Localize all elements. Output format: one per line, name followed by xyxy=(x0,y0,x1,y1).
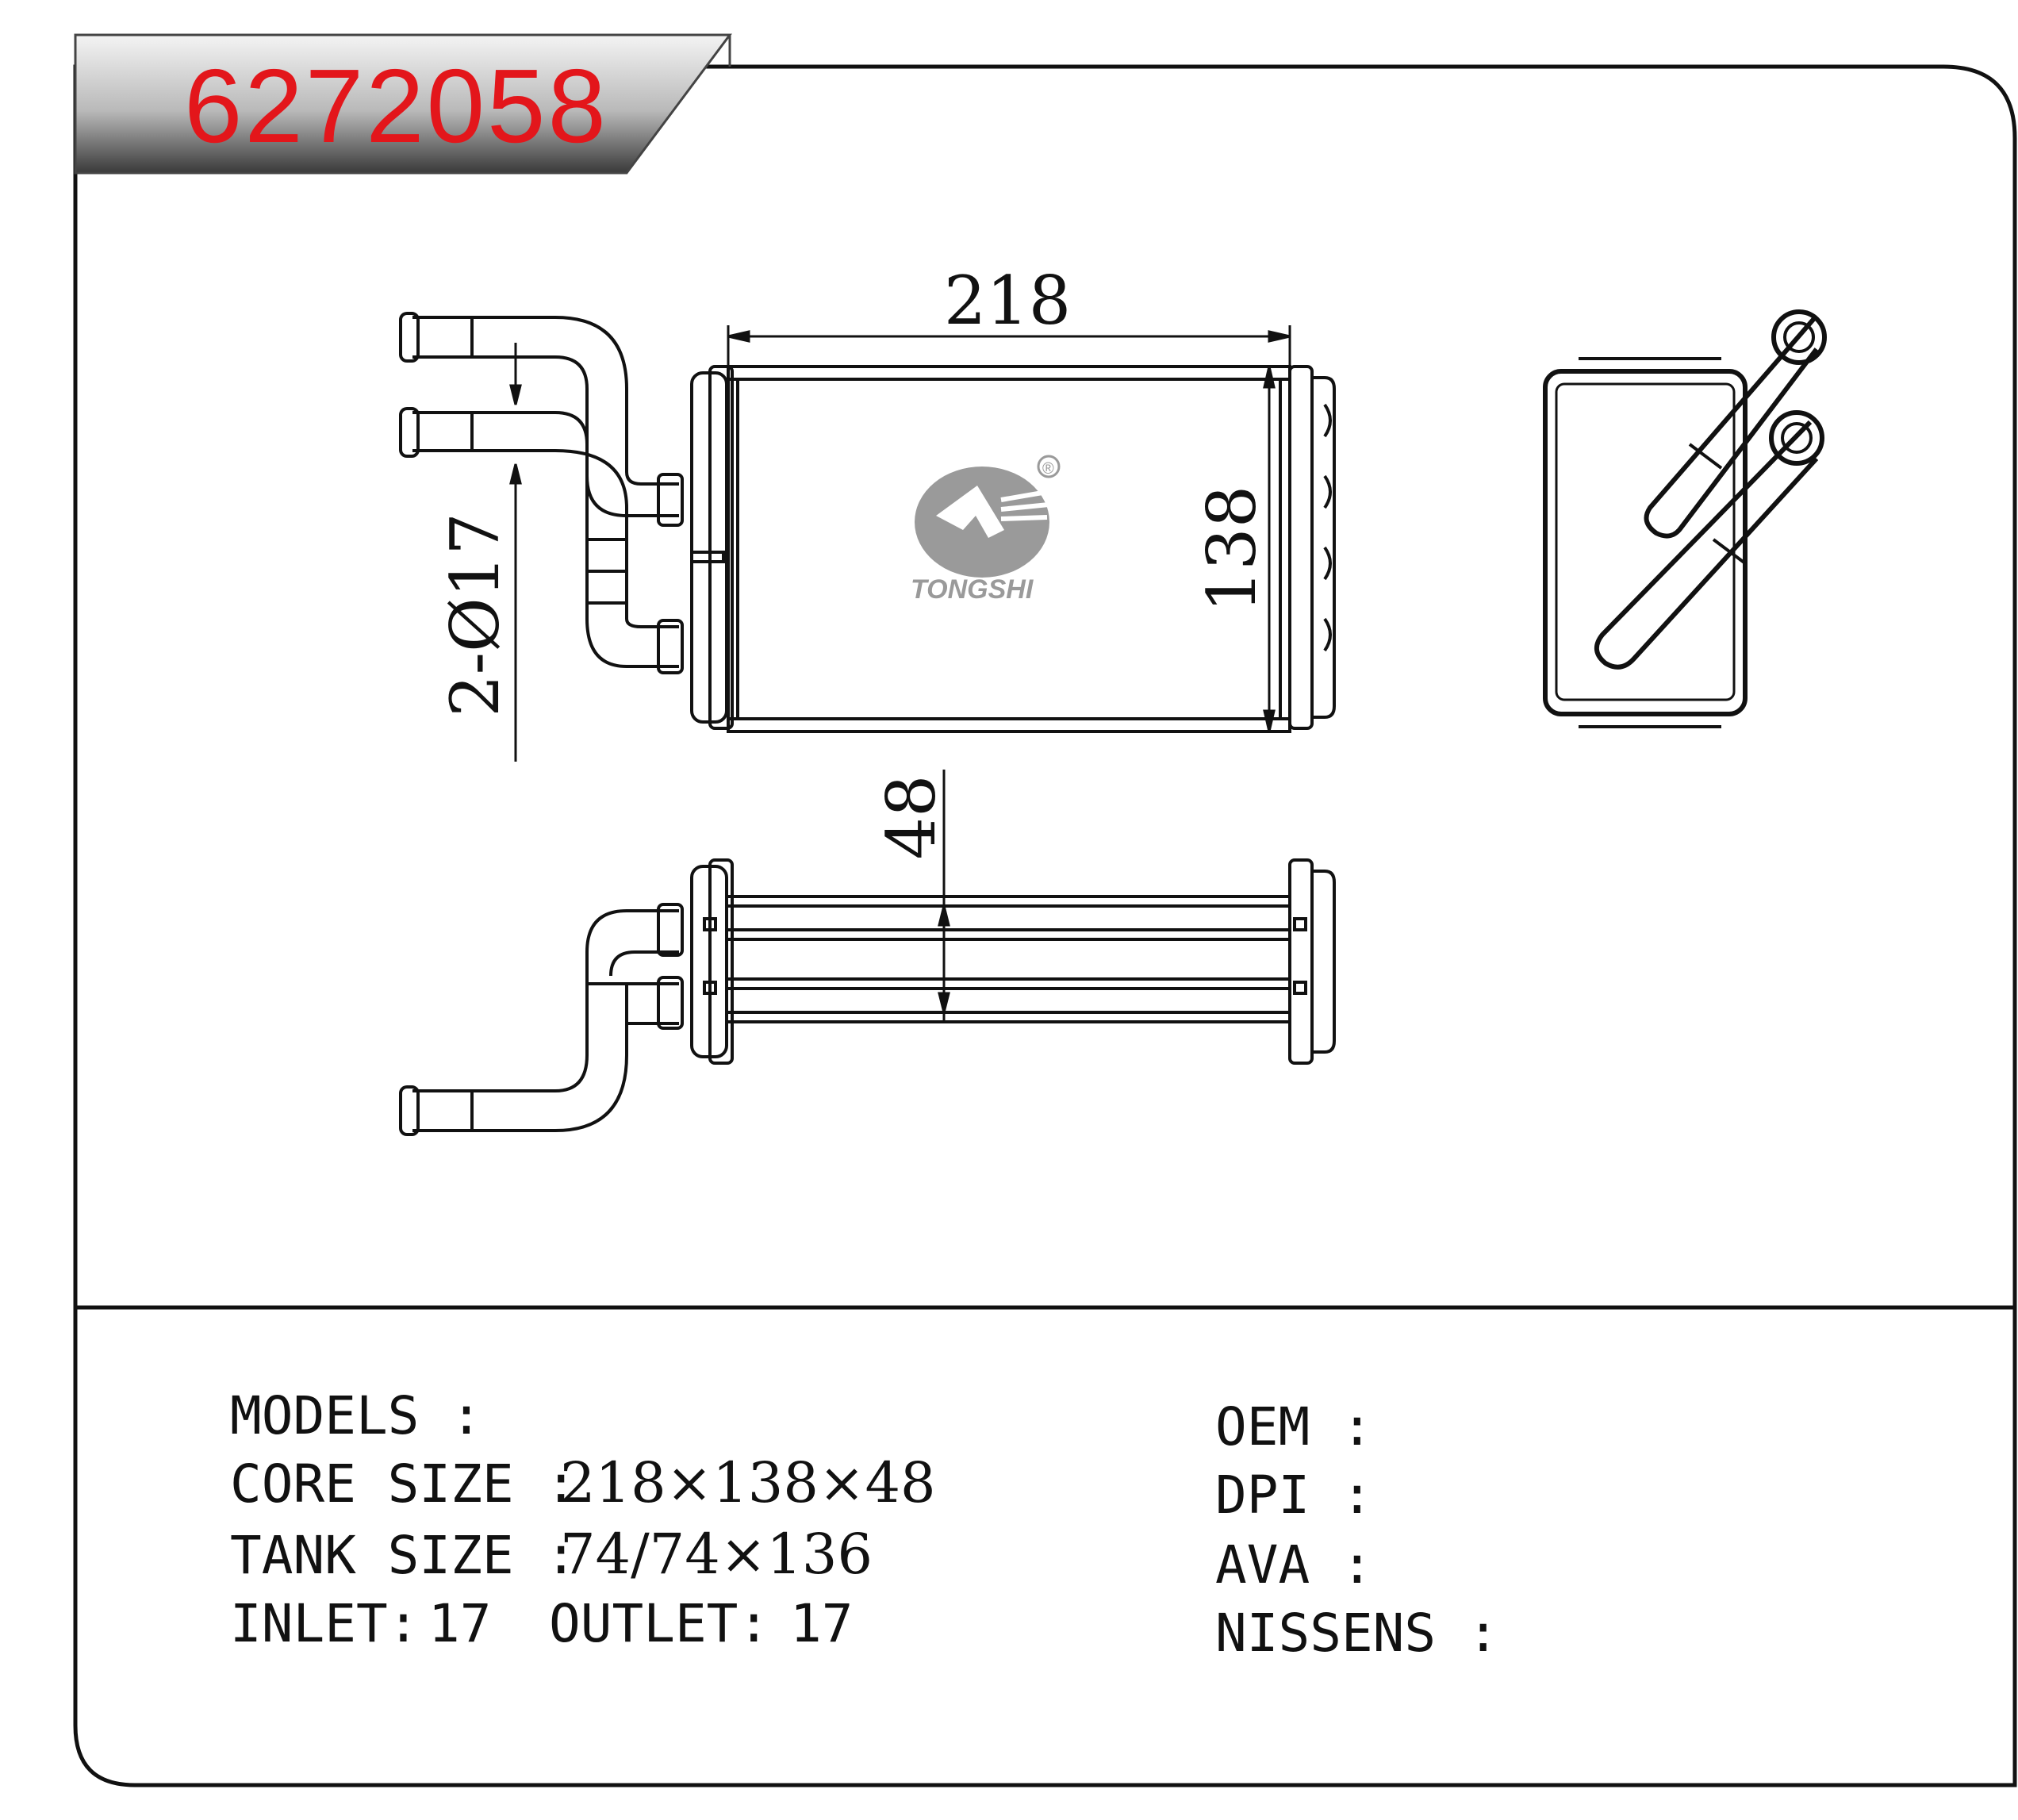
top-view xyxy=(399,858,1336,1136)
depth-dimension xyxy=(938,770,950,1022)
dim-depth-label: 48 xyxy=(873,775,950,860)
dim-pipe-label: 2-Ø17 xyxy=(436,513,514,717)
outlet-label: OUTLET: xyxy=(549,1593,770,1654)
models-label: MODELS : xyxy=(230,1385,482,1446)
oem-label: OEM : xyxy=(1215,1396,1373,1457)
nissens-label: NISSENS : xyxy=(1215,1603,1499,1664)
registered-mark: ® xyxy=(1042,460,1054,478)
tongshi-brand-name: TONGSHI xyxy=(911,574,1034,605)
inlet-label: INLET: xyxy=(230,1593,420,1654)
outlet-value: 17 xyxy=(790,1593,854,1654)
core-size-value: 218×138×48 xyxy=(560,1450,936,1515)
dim-width-label: 218 xyxy=(944,262,1071,340)
side-view xyxy=(1543,309,1827,728)
dim-height-label: 138 xyxy=(1193,486,1271,612)
front-view xyxy=(399,312,1336,733)
width-dimension xyxy=(727,325,1291,367)
inlet-value: 17 xyxy=(428,1593,492,1654)
dpi-label: DPI : xyxy=(1215,1465,1373,1526)
height-dimension xyxy=(1263,366,1276,732)
core-size-label: CORE SIZE : xyxy=(230,1453,577,1515)
outer-frame xyxy=(73,64,2017,1787)
part-number: 6272058 xyxy=(184,48,608,164)
pipe-dimension xyxy=(509,343,522,762)
tank-size-label: TANK SIZE : xyxy=(230,1525,577,1586)
header-tab xyxy=(74,33,732,175)
tongshi-logo xyxy=(915,455,1061,578)
ava-label: AVA : xyxy=(1215,1534,1373,1595)
tank-size-value: 74/74×136 xyxy=(560,1522,873,1587)
